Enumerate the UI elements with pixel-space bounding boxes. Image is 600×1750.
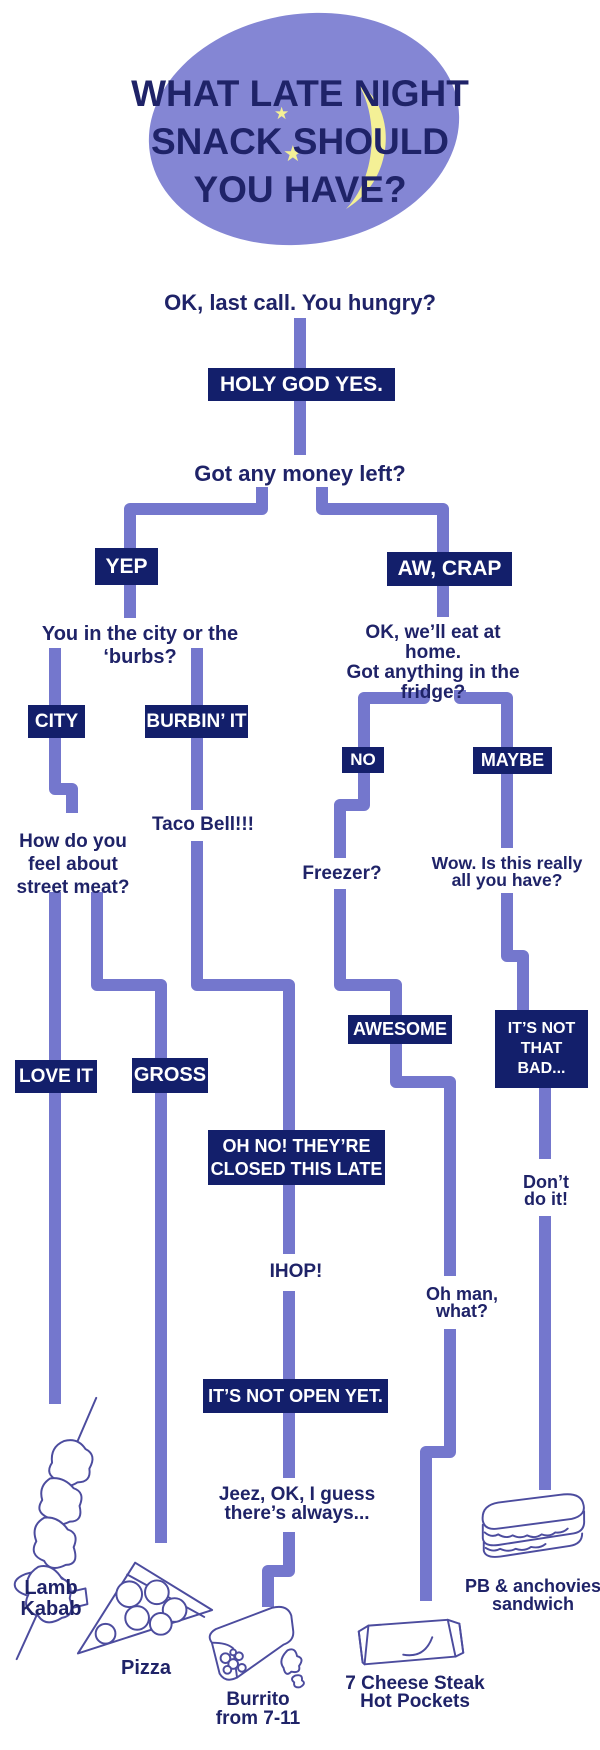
star-icon: ★ (283, 141, 303, 166)
connector (262, 1532, 295, 1607)
result-label-pizza: Pizza (120, 1657, 172, 1679)
note-dont-do-it: Don’t do it! (523, 1172, 569, 1209)
answer-box-maybe: MAYBE (473, 747, 552, 774)
page-title-line: YOU HAVE? (193, 169, 407, 210)
question-fridge: OK, we’ll eat at home. Got anything in t… (346, 622, 520, 703)
page-title-line: WHAT LATE NIGHT (131, 73, 469, 114)
hot-pockets-illustration (357, 1618, 465, 1666)
result-label-burrito: Burrito from 7-11 (215, 1689, 301, 1729)
connector (191, 841, 295, 1254)
question-wow-all-you-have: Wow. Is this really all you have? (431, 853, 583, 890)
answer-box-yep: YEP (95, 548, 158, 585)
answer-box-aw-crap: AW, CRAP (387, 552, 512, 586)
answer-box-oh-no-closed: OH NO! THEY’RE CLOSED THIS LATE (208, 1130, 385, 1185)
note-jeez-always: Jeez, OK, I guess there’s always... (218, 1484, 376, 1524)
connector (334, 690, 430, 858)
lamb-kabab-illustration (13, 1396, 98, 1661)
pizza-illustration (76, 1561, 214, 1655)
note-taco-bell: Taco Bell!!! (151, 814, 255, 835)
answer-box-not-open-yet: IT’S NOT OPEN YET. (203, 1379, 388, 1413)
question-freezer: Freezer? (302, 863, 382, 884)
answer-box-awesome: AWESOME (348, 1015, 452, 1044)
page-title-line: SNACK SHOULD (150, 121, 450, 162)
connector (501, 893, 529, 1020)
answer-box-gross: GROSS (132, 1058, 208, 1093)
star-icon: ★ (274, 104, 290, 123)
pb-anchovies-sandwich-illustration (481, 1493, 586, 1558)
answer-box-no: NO (342, 747, 384, 773)
connector (420, 1329, 456, 1601)
question-hungry: OK, last call. You hungry? (164, 290, 436, 315)
answer-box-burbin-it: BURBIN’ IT (145, 705, 248, 738)
answer-box-holy-god-yes: HOLY GOD YES. (208, 368, 395, 401)
result-label-pb-sandwich: PB & anchovies sandwich (464, 1576, 600, 1614)
result-label-hot-pockets: 7 Cheese Steak Hot Pockets (345, 1673, 485, 1712)
connector (334, 889, 456, 1276)
answer-box-love-it: LOVE IT (15, 1060, 97, 1093)
burrito-illustration (208, 1605, 305, 1689)
connector (91, 892, 167, 1543)
moon-icon (346, 84, 386, 209)
answer-box-city: CITY (28, 705, 85, 738)
note-ihop: IHOP! (269, 1261, 323, 1282)
page-title: WHAT LATE NIGHT SNACK SHOULD YOU HAVE? (60, 70, 540, 214)
result-label-lamb-kabab: Lamb Kabab (20, 1577, 82, 1620)
question-money: Got any money left? (194, 461, 406, 486)
note-oh-man-what: Oh man, what? (425, 1284, 498, 1321)
question-street-meat: How do you feel about street meat? (16, 831, 130, 898)
answer-box-its-not-that-bad: IT’S NOT THAT BAD... (495, 1010, 588, 1088)
question-city-or-burbs: You in the city or the ‘burbs? (41, 623, 239, 668)
